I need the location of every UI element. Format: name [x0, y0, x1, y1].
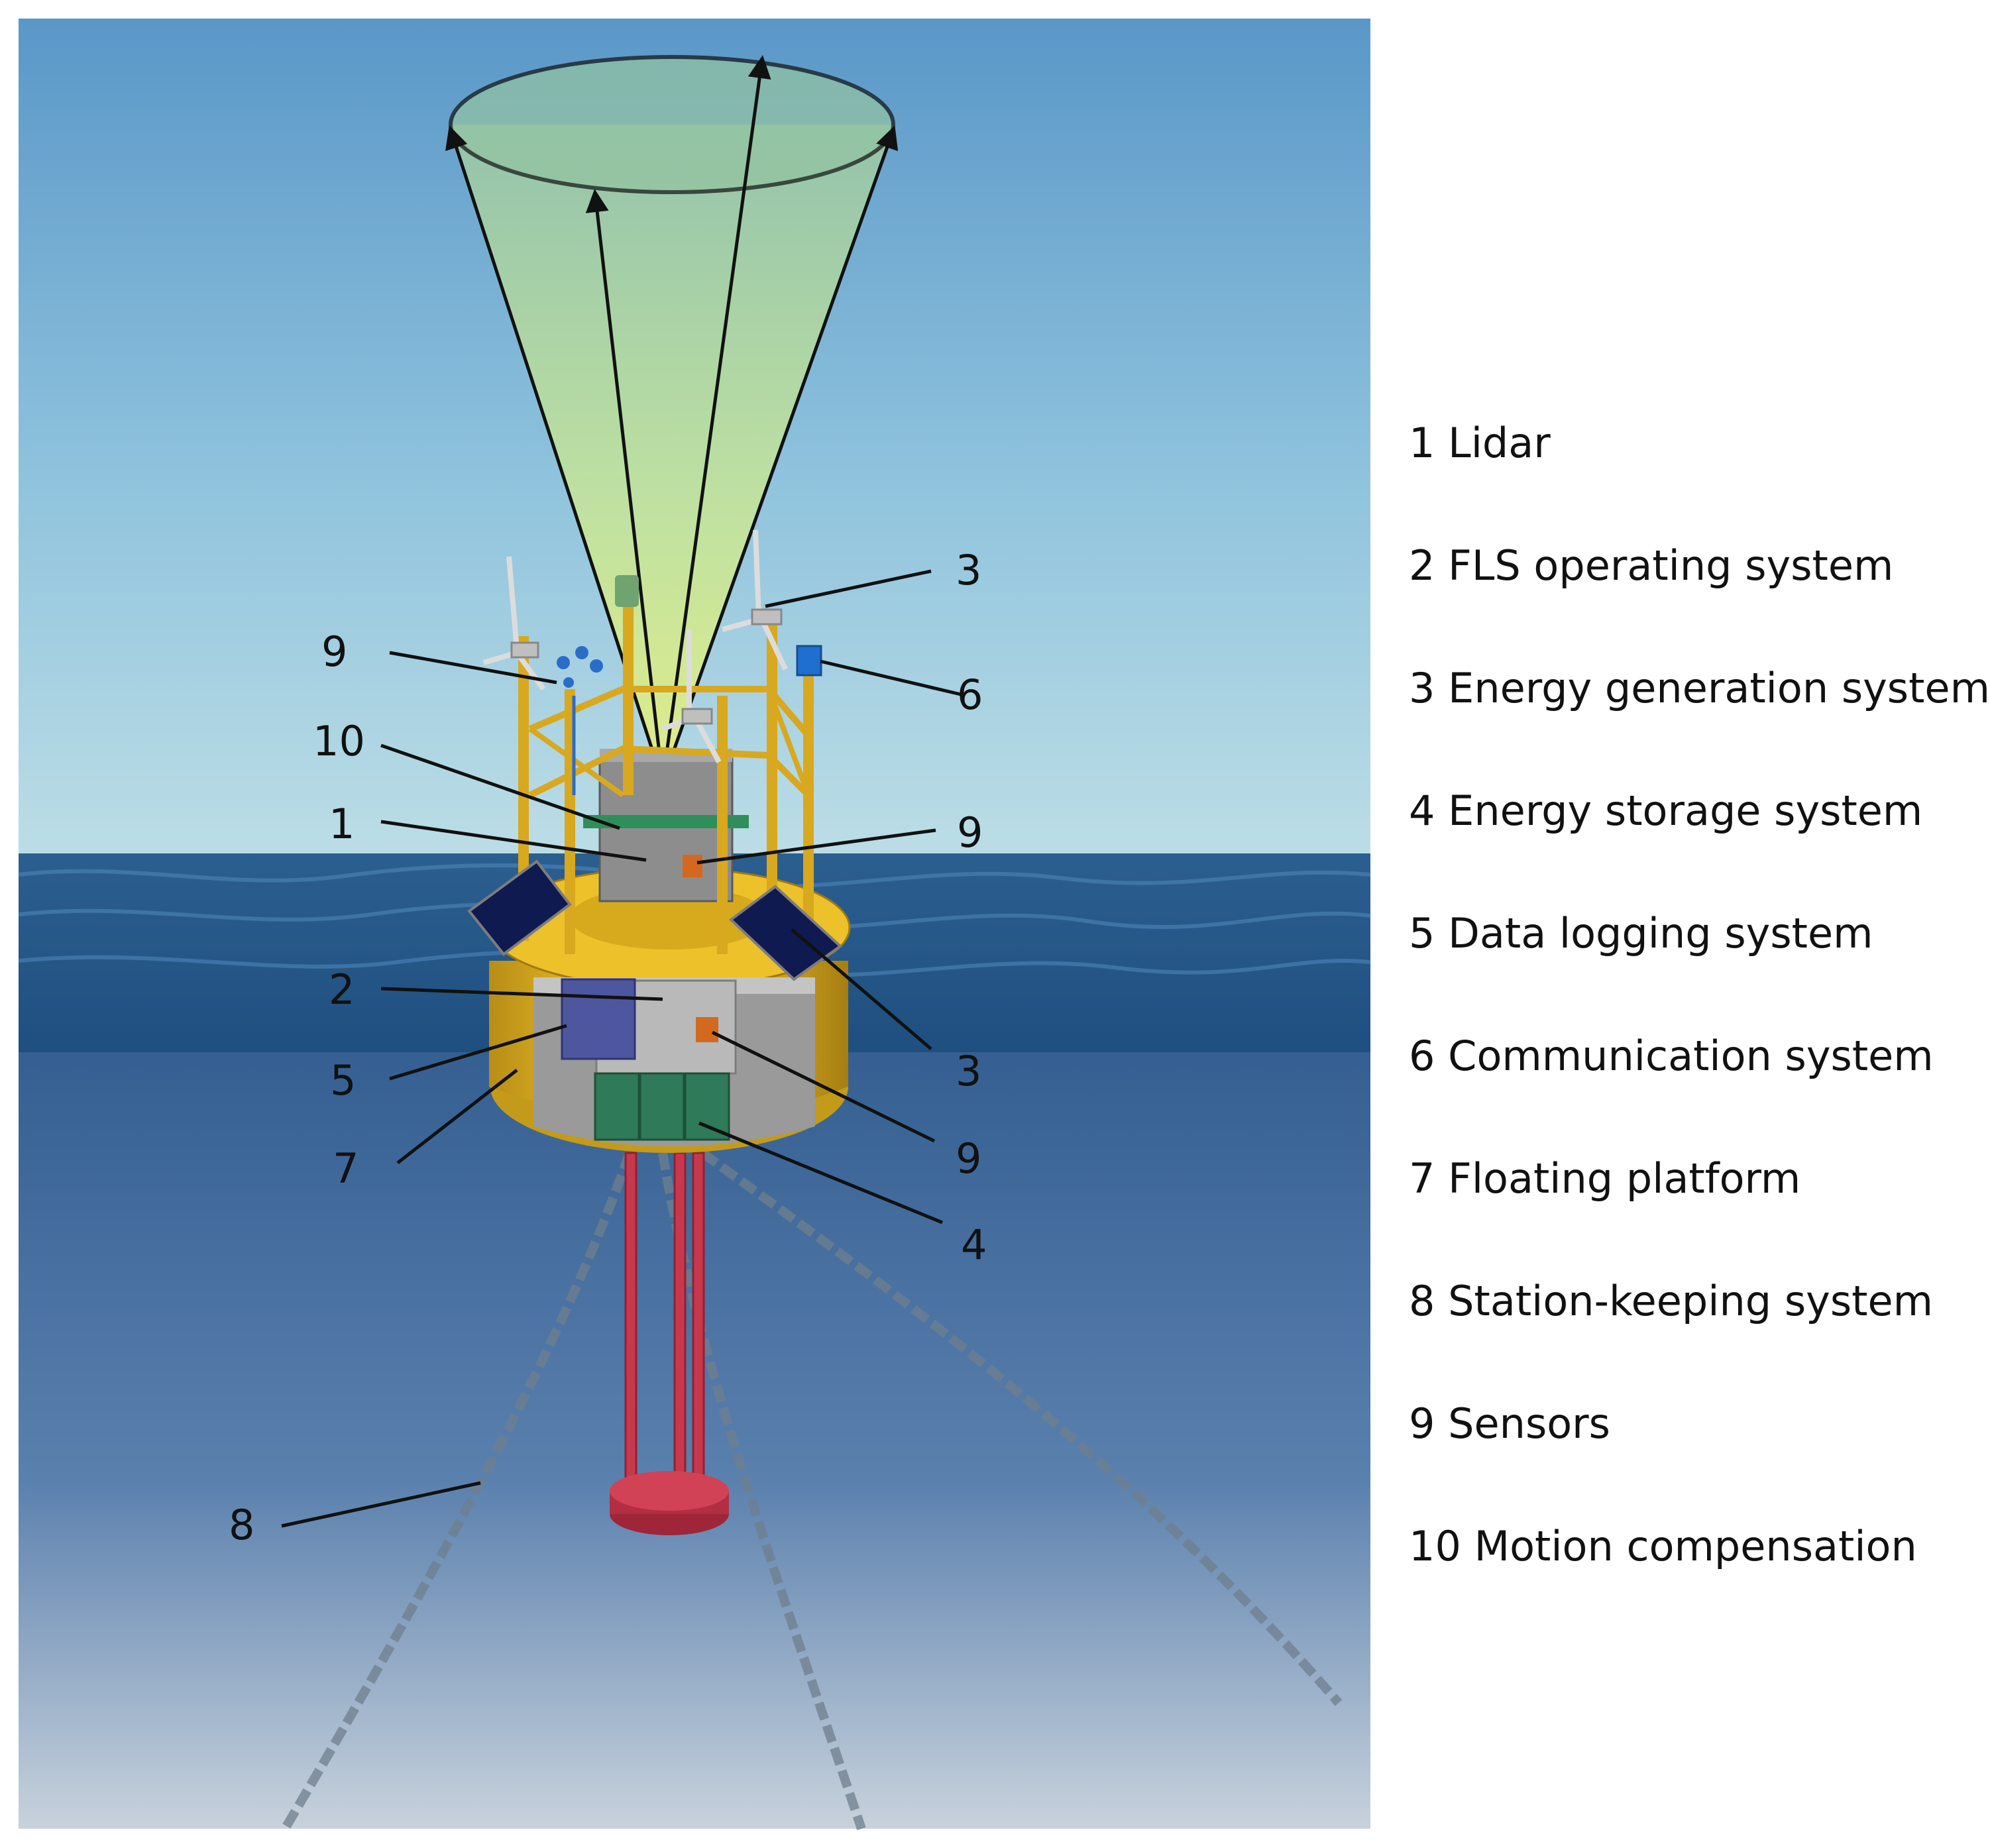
callout-8: 8: [229, 1501, 254, 1549]
mast-sensor-cylinder: [615, 575, 639, 607]
callout-5: 5: [330, 1056, 356, 1105]
callout-9-low: 9: [956, 1134, 981, 1183]
legend-item-communication: 6 Communication system: [1409, 1032, 1934, 1080]
callout-6: 6: [957, 671, 983, 719]
callout-4: 4: [961, 1221, 987, 1269]
callout-2: 2: [329, 965, 355, 1014]
leader-lines: [281, 569, 962, 1528]
lidar-beam: [445, 55, 899, 783]
leader-6: [820, 659, 962, 696]
leader-9-low: [711, 1030, 936, 1143]
leader-10: [380, 743, 620, 830]
callout-7: 7: [333, 1144, 359, 1193]
sensor-box-deck: [683, 855, 702, 877]
legend-item-data-logging: 5 Data logging system: [1409, 909, 1873, 957]
callout-1: 1: [329, 800, 355, 848]
solar-panel-right: [728, 885, 843, 981]
tension-legs: [624, 1152, 705, 1486]
anchor-base-top: [610, 1471, 729, 1511]
leader-9-mid: [696, 828, 936, 865]
solar-panel-left: [467, 859, 572, 956]
legend-item-energy-generation: 3 Energy generation system: [1409, 664, 1990, 712]
legend-item-station-keeping: 8 Station-keeping system: [1409, 1277, 1934, 1325]
communication-box: [796, 645, 822, 677]
legend-item-lidar: 1 Lidar: [1409, 419, 1551, 467]
leader-4: [698, 1121, 943, 1224]
motion-compensation-plate: [583, 815, 749, 828]
callout-3-top: 3: [956, 546, 981, 594]
data-logging-box: [561, 978, 636, 1060]
mooring-chains: [280, 1149, 1343, 1831]
legend-item-motion-compensation: 10 Motion compensation: [1409, 1522, 1917, 1570]
callout-numbers: 9 10 1 2 5 7 8 3 6 9 3 9 4: [229, 546, 987, 1549]
callout-9-top: 9: [321, 627, 347, 676]
battery-bank: [594, 1072, 730, 1141]
leader-3-top: [765, 569, 932, 608]
legend-item-sensors: 9 Sensors: [1409, 1399, 1610, 1448]
mast-frame: [518, 596, 814, 954]
legend-item-floating-platform: 7 Floating platform: [1409, 1154, 1801, 1203]
leader-1: [380, 820, 647, 862]
callout-3-bottom: 3: [956, 1047, 981, 1095]
leader-8: [281, 1481, 481, 1528]
leader-3-bottom: [791, 928, 932, 1050]
callout-9-mid: 9: [957, 808, 983, 857]
leader-7: [396, 1069, 518, 1164]
leader-5: [389, 1024, 567, 1081]
legend-item-fls-operating-system: 2 FLS operating system: [1409, 541, 1894, 590]
sensor-box-interior: [696, 1017, 718, 1042]
wind-turbine-right: [721, 529, 788, 671]
leader-2: [380, 987, 663, 1001]
lidar-unit: [598, 757, 734, 902]
wind-turbine-center: [661, 629, 722, 763]
wind-turbine-left: [482, 556, 546, 691]
callout-10: 10: [313, 717, 365, 765]
anemometer: [557, 646, 603, 795]
legend-item-energy-storage: 4 Energy storage system: [1409, 787, 1923, 835]
leader-9-top: [389, 651, 557, 684]
